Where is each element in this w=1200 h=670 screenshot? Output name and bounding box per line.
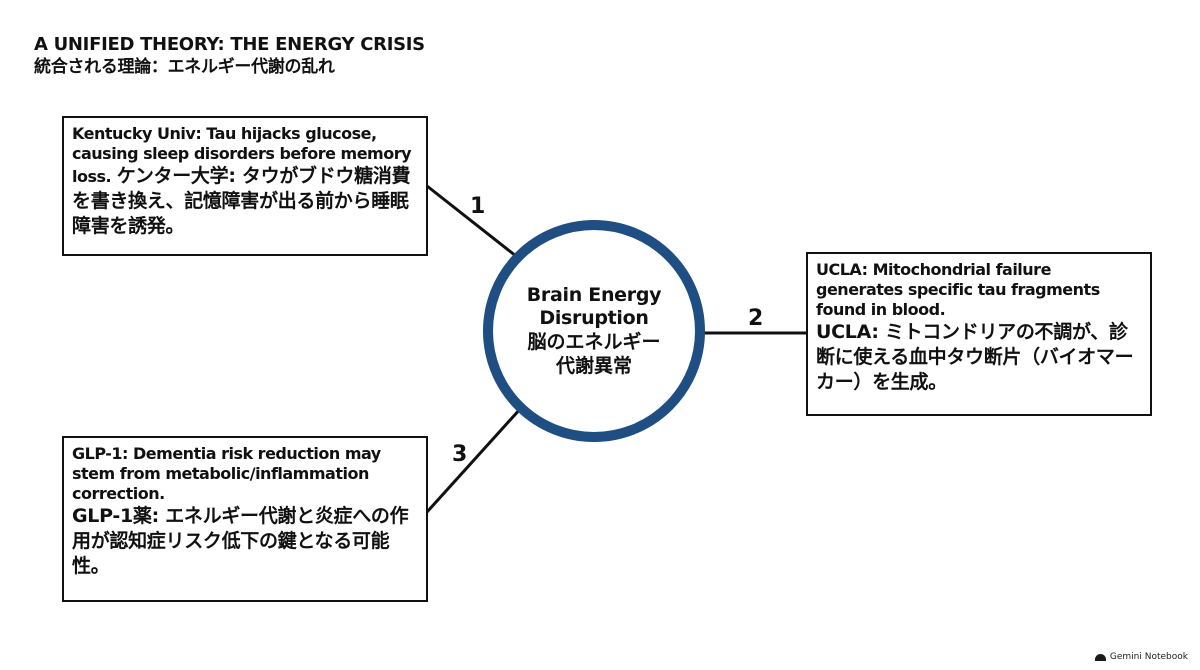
- connector-number-3: 3: [452, 442, 468, 467]
- connector-number-2: 2: [748, 306, 764, 331]
- finding-1-english: Kentucky Univ: Tau hijacks glucose, caus…: [72, 124, 412, 186]
- center-label-ja-line2: 代謝異常: [555, 355, 632, 377]
- finding-2-english: UCLA: Mitochondrial failure generates sp…: [816, 260, 1100, 319]
- center-label-en-line2: Disruption: [539, 307, 649, 329]
- finding-1-japanese: ケンター大学: タウがブドウ糖消費を書き換え、記憶障害が出る前から睡眠障害を誘発…: [72, 165, 411, 237]
- connector-number-1: 1: [470, 194, 486, 219]
- finding-box-glp1: GLP-1: Dementia risk reduction may stem …: [62, 436, 428, 602]
- finding-3-english: GLP-1: Dementia risk reduction may stem …: [72, 444, 381, 503]
- center-label-ja-line1: 脳のエネルギー: [527, 331, 661, 353]
- center-label-en-line1: Brain Energy: [526, 284, 662, 306]
- connector-3: [425, 406, 523, 514]
- title-english: A UNIFIED THEORY: THE ENERGY CRISIS: [34, 34, 425, 55]
- connector-1: [426, 184, 522, 262]
- finding-2-japanese: UCLA: ミトコンドリアの不調が、診断に使える血中タウ断片（バイオマーカー）を…: [816, 321, 1134, 393]
- brand-logo-icon: [1094, 653, 1106, 661]
- finding-box-ucla: UCLA: Mitochondrial failure generates sp…: [806, 252, 1152, 416]
- finding-3-japanese: GLP-1薬: エネルギー代謝と炎症への作用が認知症リスク低下の鍵となる可能性。: [72, 505, 409, 577]
- finding-box-kentucky: Kentucky Univ: Tau hijacks glucose, caus…: [62, 116, 428, 256]
- brand-label: Gemini Notebook: [1109, 652, 1188, 662]
- central-concept-circle: Brain Energy Disruption 脳のエネルギー 代謝異常: [483, 220, 705, 442]
- title-japanese: 統合される理論：エネルギー代謝の乱れ: [34, 57, 335, 77]
- page-title: A UNIFIED THEORY: THE ENERGY CRISIS 統合され…: [34, 34, 425, 78]
- brand-watermark: Gemini Notebook: [1094, 652, 1188, 662]
